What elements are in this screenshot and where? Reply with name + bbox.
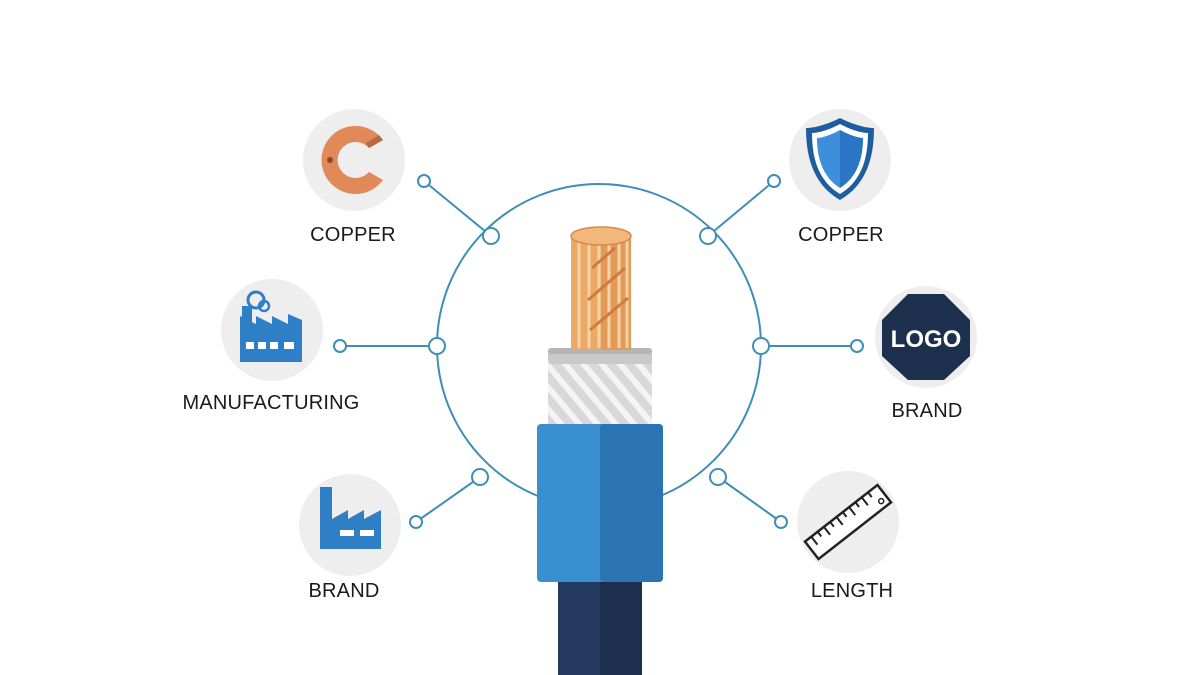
- copper-conductor: [570, 226, 632, 350]
- braided-shield: [548, 362, 652, 426]
- ring-node: [428, 337, 446, 355]
- connector-line: [423, 180, 492, 237]
- ring-node: [752, 337, 770, 355]
- ring-node: [482, 227, 500, 245]
- end-node: [850, 339, 864, 353]
- node-label-copper: COPPER: [310, 224, 396, 246]
- node-label-copper-shield: COPPER: [798, 224, 884, 246]
- node-label-brand: BRAND: [308, 580, 380, 602]
- shield-icon: [806, 118, 874, 200]
- ring-node: [699, 227, 717, 245]
- ruler-icon: [803, 483, 893, 561]
- connector-line: [717, 476, 782, 523]
- connector-nodes: [333, 174, 864, 529]
- end-node: [417, 174, 431, 188]
- factory-icon: [240, 290, 302, 362]
- connector-line: [707, 180, 775, 237]
- connector-line: [415, 476, 481, 523]
- cable: [537, 226, 663, 675]
- ring-node: [709, 468, 727, 486]
- logo-badge-icon: LOGO: [882, 294, 970, 380]
- end-node: [767, 174, 781, 188]
- node-label-length: LENGTH: [810, 580, 894, 602]
- connectors: [340, 180, 857, 523]
- logo-badge-text: LOGO: [891, 326, 962, 353]
- ring-node: [471, 468, 489, 486]
- factory-icon: [320, 487, 381, 549]
- node-label-brand-logo: BRAND: [891, 400, 963, 422]
- end-node: [409, 515, 423, 529]
- end-node: [774, 515, 788, 529]
- end-node: [333, 339, 347, 353]
- copper-c-icon: [321, 126, 383, 195]
- node-label-manufacturing: MANUFACTURING: [182, 392, 360, 414]
